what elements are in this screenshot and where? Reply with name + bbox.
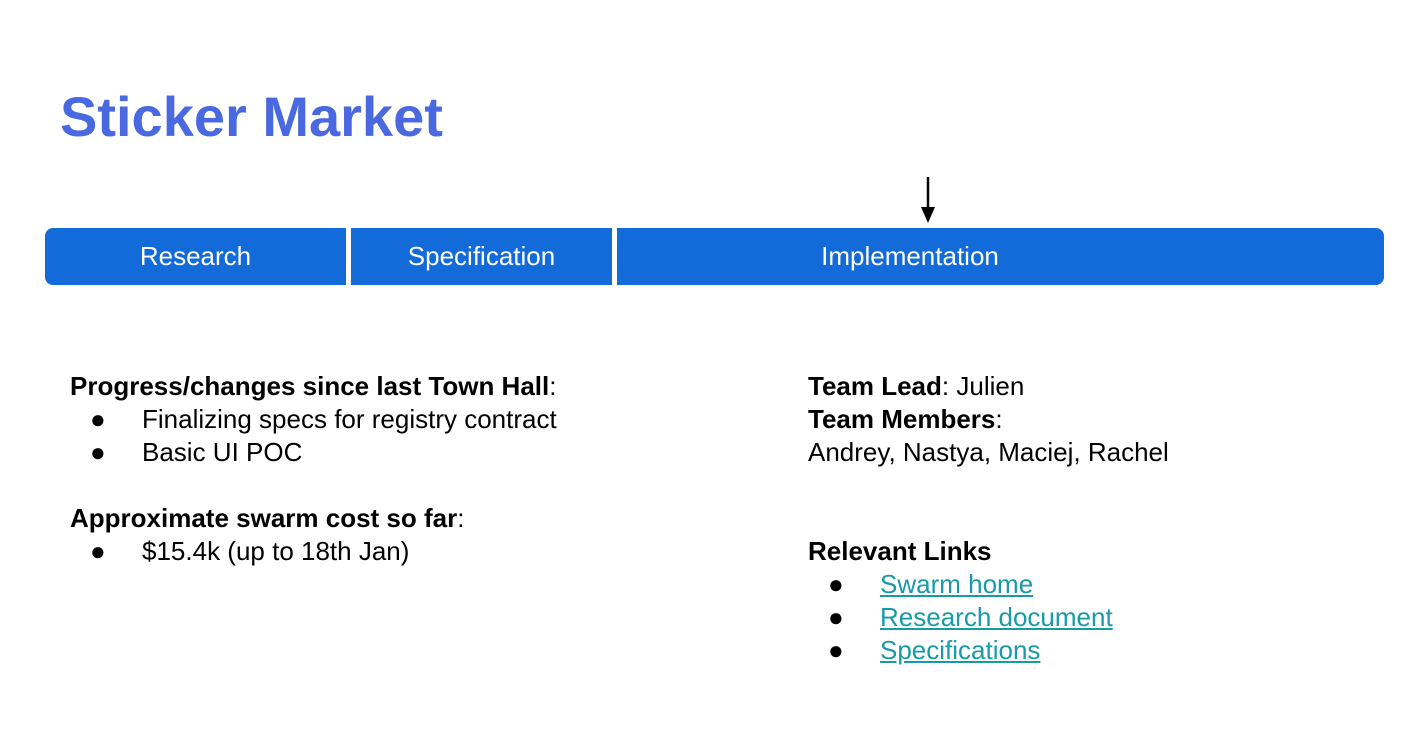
- bullet-icon: ●: [828, 635, 844, 665]
- current-phase-arrow-icon: [921, 177, 935, 223]
- links-list: ● Swarm home ● Research document ● Specific…: [808, 568, 1388, 667]
- bullet-icon: ●: [828, 569, 844, 599]
- right-column: Team Lead: Julien Team Members: Andrey, …: [808, 370, 1388, 667]
- team-members-line: Team Members:: [808, 404, 1003, 434]
- phase-research: Research: [45, 228, 346, 285]
- team-members-value: Andrey, Nastya, Maciej, Rachel: [808, 437, 1169, 467]
- team-lead-value: Julien: [956, 371, 1025, 401]
- progress-heading-line: Progress/changes since last Town Hall:: [70, 371, 557, 401]
- list-item: ●$15.4k (up to 18th Jan): [90, 536, 410, 566]
- progress-list: ●Finalizing specs for registry contract …: [70, 403, 710, 469]
- bullet-icon: ●: [90, 536, 106, 566]
- list-item: ● Specifications: [808, 634, 1388, 667]
- bullet-icon: ●: [90, 404, 106, 434]
- phase-timeline: Research Specification Implementation: [45, 228, 1384, 285]
- team-lead-label: Team Lead: [808, 371, 942, 401]
- research-document-link[interactable]: Research document: [880, 602, 1113, 632]
- bullet-icon: ●: [828, 602, 844, 632]
- phase-implementation: Implementation: [617, 228, 1384, 285]
- phase-specification: Specification: [351, 228, 612, 285]
- cost-heading-line: Approximate swarm cost so far:: [70, 503, 465, 533]
- bullet-icon: ●: [90, 437, 106, 467]
- swarm-home-link[interactable]: Swarm home: [880, 569, 1034, 599]
- cost-list: ●$15.4k (up to 18th Jan): [70, 535, 710, 568]
- list-item: ● Swarm home: [808, 568, 1388, 601]
- list-item: ● Research document: [808, 601, 1388, 634]
- progress-heading: Progress/changes since last Town Hall: [70, 371, 550, 401]
- slide-title: Sticker Market: [60, 85, 443, 148]
- team-members-label: Team Members: [808, 404, 996, 434]
- list-item: ●Finalizing specs for registry contract: [90, 404, 557, 434]
- links-heading: Relevant Links: [808, 536, 992, 566]
- team-lead-line: Team Lead: Julien: [808, 371, 1025, 401]
- cost-heading: Approximate swarm cost so far: [70, 503, 458, 533]
- list-item: ●Basic UI POC: [90, 437, 303, 467]
- left-column: Progress/changes since last Town Hall: ●…: [70, 370, 710, 568]
- specifications-link[interactable]: Specifications: [880, 635, 1041, 665]
